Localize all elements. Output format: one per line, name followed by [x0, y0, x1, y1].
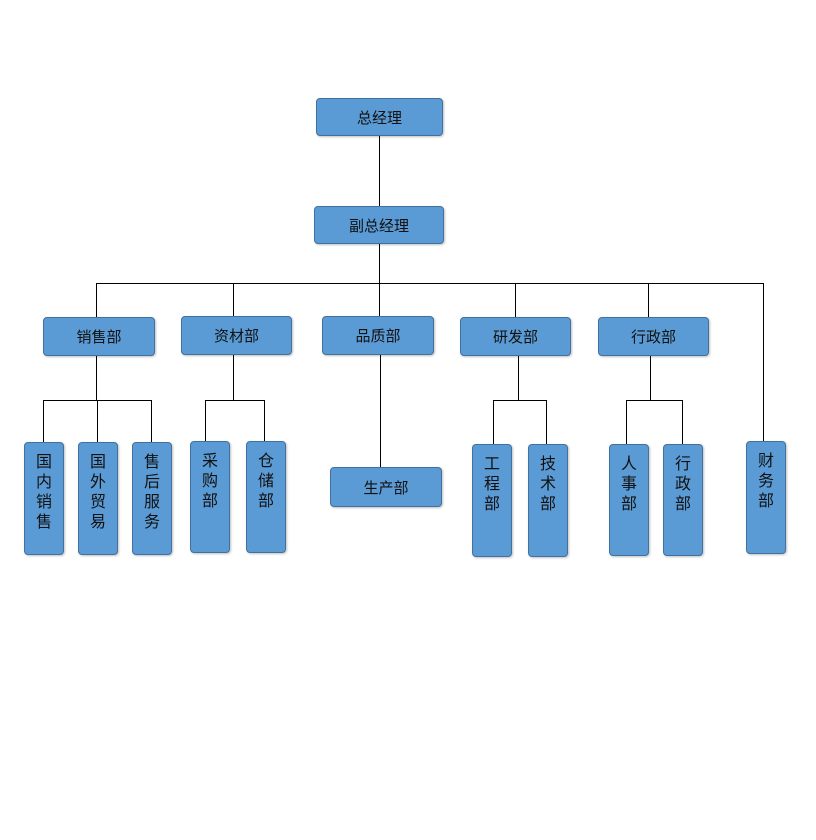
unit-engineering-box: 工程部: [472, 444, 512, 557]
dept-sales-box: 销售部: [43, 317, 155, 356]
dept-quality-box: 品质部: [322, 316, 434, 355]
connector: [626, 400, 683, 401]
dept-materials-box: 资材部: [181, 316, 292, 355]
connector: [546, 400, 547, 444]
connector: [96, 283, 764, 284]
unit-engineering-label: 工程部: [484, 454, 501, 513]
connector: [151, 400, 152, 442]
connector: [380, 354, 381, 468]
connector: [650, 355, 651, 400]
dept-finance-label: 财务部: [758, 451, 775, 510]
connector: [97, 400, 98, 442]
connector: [379, 283, 380, 316]
connector: [233, 355, 234, 400]
ceo-box: 总经理: [316, 98, 443, 136]
connector: [233, 283, 234, 317]
unit-foreign-trade-box: 国外贸易: [78, 442, 118, 555]
unit-administration-box: 行政部: [663, 444, 703, 556]
unit-production-box: 生产部: [330, 467, 442, 507]
unit-personnel-label: 人事部: [621, 454, 638, 513]
connector: [205, 400, 265, 401]
vice-ceo-box: 副总经理: [314, 206, 444, 244]
unit-domestic-sales-box: 国内销售: [24, 442, 64, 555]
unit-after-sales-box: 售后服务: [132, 442, 172, 555]
connector: [518, 355, 519, 400]
connector: [493, 400, 547, 401]
connector: [493, 400, 494, 444]
unit-technology-box: 技术部: [528, 444, 568, 557]
connector: [626, 400, 627, 444]
connector: [43, 400, 44, 442]
unit-purchasing-label: 采购部: [202, 451, 219, 510]
unit-after-sales-label: 售后服务: [144, 452, 161, 531]
unit-personnel-box: 人事部: [609, 444, 649, 556]
connector: [264, 400, 265, 441]
unit-purchasing-box: 采购部: [190, 441, 230, 553]
dept-rnd-box: 研发部: [460, 317, 571, 356]
unit-foreign-trade-label: 国外贸易: [90, 452, 107, 531]
unit-warehouse-box: 仓储部: [246, 441, 286, 553]
dept-finance-box: 财务部: [746, 441, 786, 554]
connector: [379, 135, 380, 207]
unit-domestic-sales-label: 国内销售: [36, 452, 53, 531]
unit-technology-label: 技术部: [540, 454, 557, 513]
unit-warehouse-label: 仓储部: [258, 451, 275, 510]
connector: [648, 283, 649, 317]
unit-administration-label: 行政部: [675, 454, 692, 513]
connector: [515, 283, 516, 317]
connector: [96, 355, 97, 400]
dept-admin-box: 行政部: [598, 317, 709, 356]
connector: [205, 400, 206, 441]
connector: [763, 283, 764, 442]
connector: [379, 243, 380, 283]
connector: [682, 400, 683, 444]
connector: [96, 283, 97, 317]
